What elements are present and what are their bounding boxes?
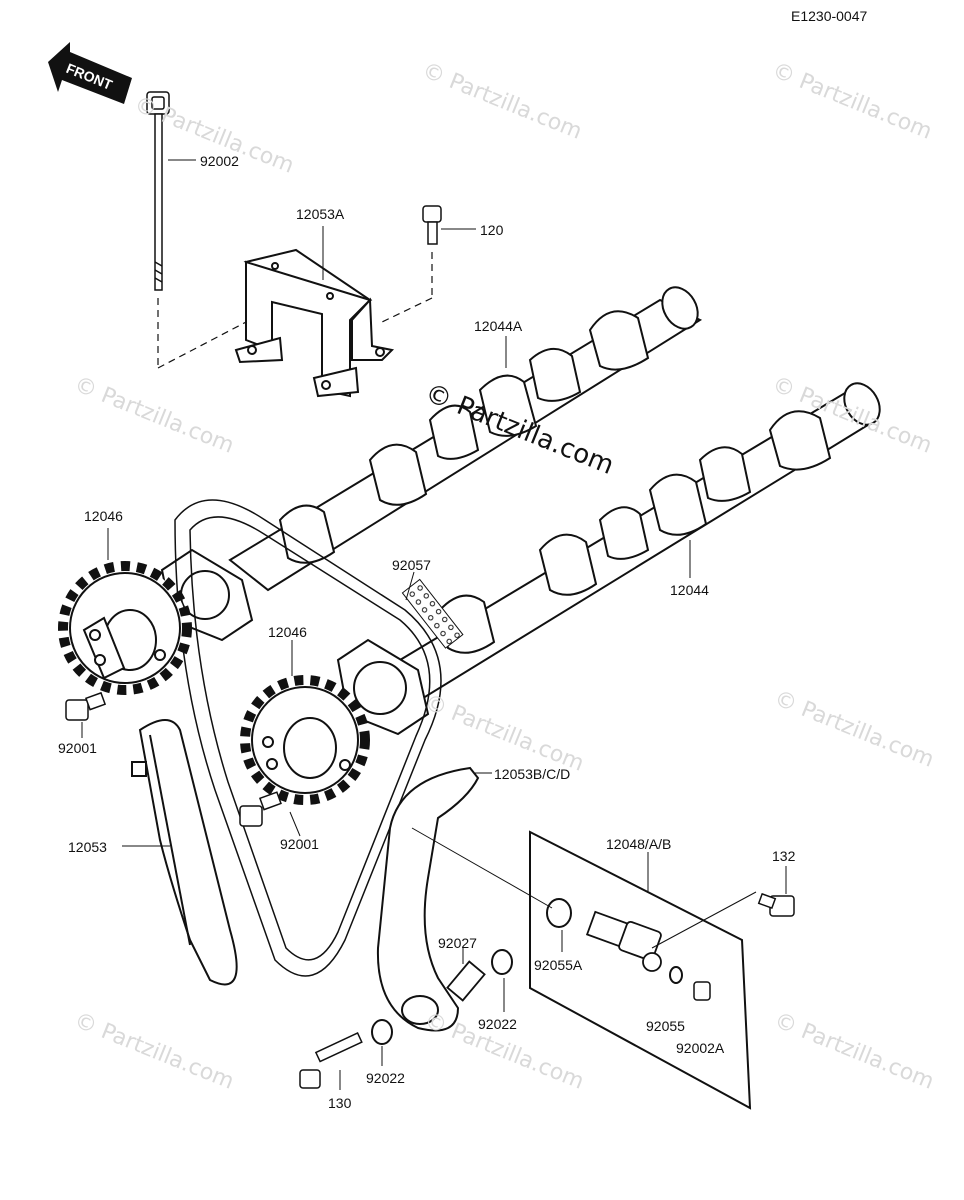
bolt-92002A [693, 981, 711, 1001]
label-92055A[interactable]: 92055A [534, 957, 583, 973]
label-92055[interactable]: 92055 [646, 1018, 685, 1034]
label-12046-left[interactable]: 12046 [84, 508, 123, 524]
washer-92022-right [491, 949, 513, 975]
bracket-12053A [234, 248, 395, 398]
label-92002[interactable]: 92002 [200, 153, 239, 169]
bolt-92001-mid [239, 791, 282, 827]
label-92002A[interactable]: 92002A [676, 1040, 725, 1056]
label-92001-left[interactable]: 92001 [58, 740, 97, 756]
bolt-130 [299, 1032, 363, 1089]
label-92027[interactable]: 92027 [438, 935, 477, 951]
bolt-132 [757, 892, 795, 917]
label-12048AB[interactable]: 12048/A/B [606, 836, 672, 852]
label-12053A[interactable]: 12053A [296, 206, 345, 222]
chain-guide-12053BCD [376, 766, 480, 1032]
label-12044A[interactable]: 12044A [474, 318, 523, 334]
diagram-code: E1230-0047 [791, 8, 868, 24]
label-12053BCD[interactable]: 12053B/C/D [494, 766, 571, 782]
label-132[interactable]: 132 [772, 848, 796, 864]
spacer-92027 [446, 960, 486, 1002]
tensioner-12048 [585, 910, 662, 972]
washer-92022-bottom [371, 1019, 393, 1045]
label-92001-mid[interactable]: 92001 [280, 836, 319, 852]
front-arrow-icon [48, 42, 132, 104]
tensioner-assembly-box [529, 830, 752, 1110]
label-130[interactable]: 130 [328, 1095, 352, 1111]
label-12044[interactable]: 12044 [670, 582, 709, 598]
label-92022-bottom[interactable]: 92022 [366, 1070, 405, 1086]
label-12053[interactable]: 12053 [68, 839, 107, 855]
oring-92055A [546, 898, 572, 928]
cam-flange-lower [336, 638, 430, 736]
label-92022-right[interactable]: 92022 [478, 1016, 517, 1032]
oring-92055 [669, 966, 683, 984]
chain-guide-12053 [131, 719, 238, 986]
bolt-92001-left [65, 691, 107, 721]
label-92057[interactable]: 92057 [392, 557, 431, 573]
bolt-92002 [146, 91, 170, 291]
bolt-120 [422, 205, 442, 245]
sprocket-12046-mid [240, 675, 370, 805]
camshaft-12044A [228, 286, 703, 592]
sprocket-12046-left [58, 561, 192, 695]
label-120[interactable]: 120 [480, 222, 504, 238]
label-12046-mid[interactable]: 12046 [268, 624, 307, 640]
cam-chain-92057 [174, 499, 442, 977]
